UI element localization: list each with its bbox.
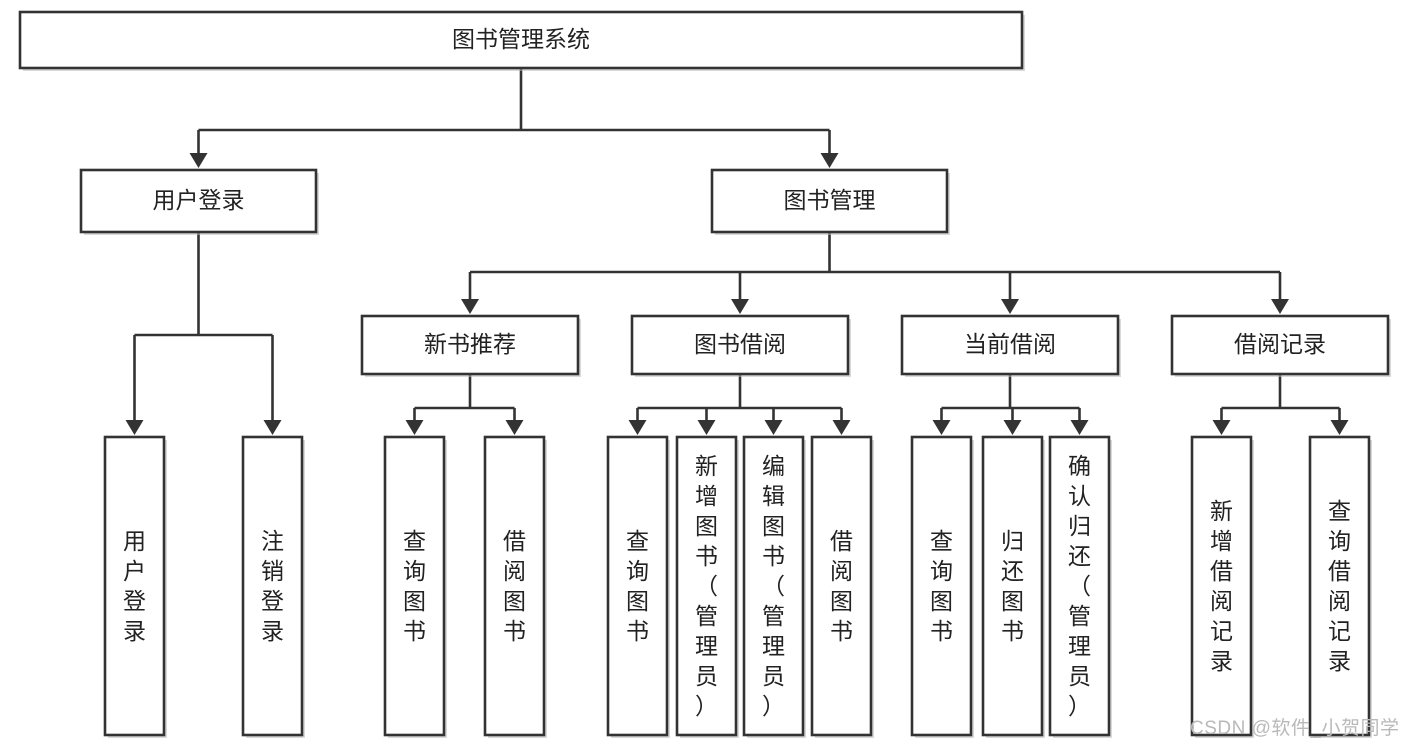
node-box [18,10,1024,70]
node-borrow-record[interactable]: 借阅记录 [1170,314,1391,377]
node-box [1308,435,1371,737]
node-box [675,435,738,737]
node-label: 借阅记录 [1234,331,1326,357]
node-label: 新增借阅记录 [1210,498,1233,674]
node-box [103,435,166,737]
node-box [742,435,805,737]
node-leaf-borrow-book-2[interactable]: 借阅图书 [810,435,874,738]
node-label: 当前借阅 [964,331,1056,357]
node-leaf-return-book[interactable]: 归还图书 [981,435,1045,738]
node-label: 确认归还（管理员） [1068,453,1091,719]
node-box [483,435,546,737]
node-user-login[interactable]: 用户登录 [79,168,319,235]
node-box [606,435,669,737]
node-label: 图书管理 [784,187,876,213]
node-box [1048,435,1111,737]
node-label: 借阅图书 [503,528,526,644]
node-root[interactable]: 图书管理系统 [18,10,1025,71]
node-label: 新书推荐 [424,331,516,357]
node-label: 查询借阅记录 [1328,498,1351,674]
edges-layer [125,68,1349,435]
node-current-borrow[interactable]: 当前借阅 [900,314,1121,377]
node-label: 注销登录 [261,528,284,644]
node-leaf-confirm-return[interactable]: 确认归还（管理员） [1048,435,1112,738]
node-leaf-add-record[interactable]: 新增借阅记录 [1190,435,1254,738]
node-leaf-query-book-1[interactable]: 查询图书 [383,435,447,738]
node-leaf-user-logout[interactable]: 注销登录 [241,435,305,738]
node-box [1190,435,1253,737]
node-box [630,314,850,376]
node-box [360,314,580,376]
node-box [79,168,318,234]
node-label: 编辑图书（管理员） [762,453,785,719]
node-label: 用户登录 [123,528,146,644]
node-label: 查询图书 [930,528,953,644]
node-label: 图书借阅 [694,331,786,357]
nodes-layer: 图书管理系统用户登录图书管理新书推荐图书借阅当前借阅借阅记录用户登录注销登录查询… [18,10,1391,738]
node-box [710,168,949,234]
node-leaf-query-record[interactable]: 查询借阅记录 [1308,435,1372,738]
node-leaf-query-book-2[interactable]: 查询图书 [606,435,670,738]
node-book-borrow[interactable]: 图书借阅 [630,314,851,377]
node-box [900,314,1120,376]
node-box [1170,314,1390,376]
node-box [383,435,446,737]
node-box [810,435,873,737]
node-new-book-rec[interactable]: 新书推荐 [360,314,581,377]
node-box [910,435,973,737]
node-label: 新增图书（管理员） [695,453,718,719]
node-label: 查询图书 [626,528,649,644]
node-leaf-borrow-book-1[interactable]: 借阅图书 [483,435,547,738]
node-leaf-add-book[interactable]: 新增图书（管理员） [675,435,739,738]
node-leaf-edit-book[interactable]: 编辑图书（管理员） [742,435,806,738]
node-label: 用户登录 [153,187,245,213]
node-box [981,435,1044,737]
node-label: 借阅图书 [830,528,853,644]
node-leaf-query-book-3[interactable]: 查询图书 [910,435,974,738]
node-box [241,435,304,737]
watermark-label: CSDN @软件_小贺同学 [1190,718,1400,739]
node-label: 归还图书 [1001,528,1024,644]
node-book-manage[interactable]: 图书管理 [710,168,950,235]
node-label: 图书管理系统 [452,26,590,52]
node-leaf-user-login[interactable]: 用户登录 [103,435,167,738]
node-label: 查询图书 [403,528,426,644]
